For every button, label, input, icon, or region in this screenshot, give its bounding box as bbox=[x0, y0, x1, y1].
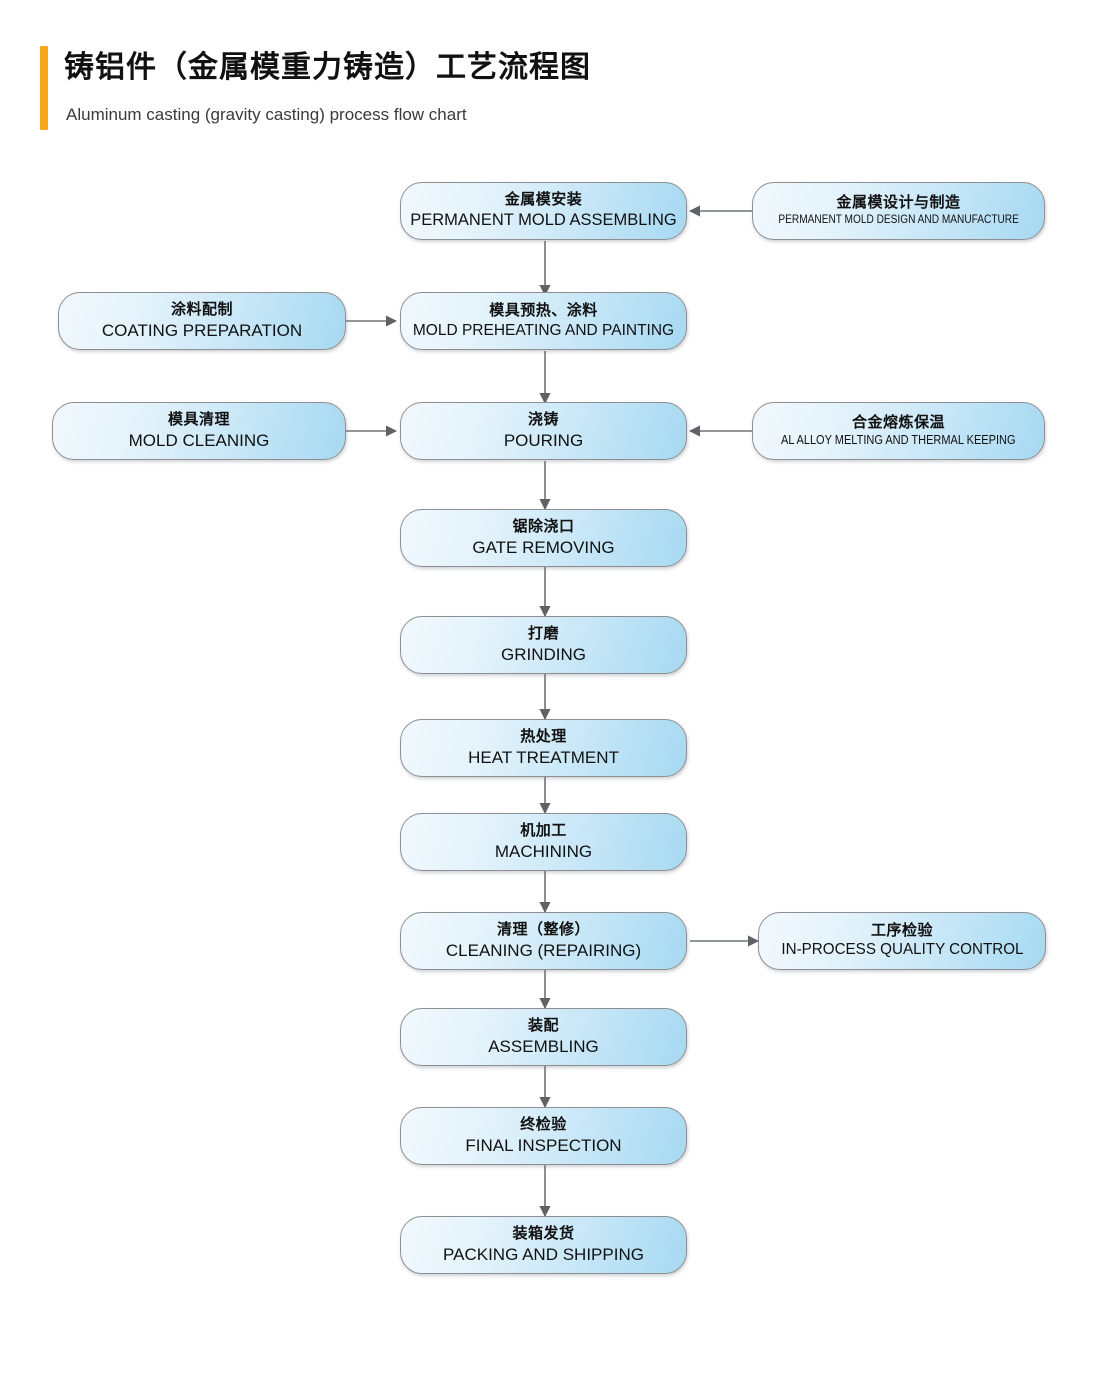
node-label-cn: 锯除浇口 bbox=[512, 518, 575, 536]
node-label-cn: 模具预热、涂料 bbox=[489, 302, 598, 320]
node-label-en: GATE REMOVING bbox=[472, 537, 615, 557]
node-label-en: ASSEMBLING bbox=[488, 1036, 599, 1056]
node-coating-preparation[interactable]: 涂料配制 COATING PREPARATION bbox=[58, 292, 346, 350]
node-label-cn: 合金熔炼保温 bbox=[851, 413, 945, 431]
node-in-process-quality-control[interactable]: 工序检验 IN-PROCESS QUALITY CONTROL bbox=[758, 912, 1046, 970]
node-label-cn: 终检验 bbox=[520, 1116, 567, 1134]
node-label-en: IN-PROCESS QUALITY CONTROL bbox=[780, 941, 1024, 959]
node-label-en: MACHINING bbox=[494, 841, 593, 861]
node-label-en: COATING PREPARATION bbox=[101, 320, 303, 340]
node-label-en: PERMANENT MOLD ASSEMBLING bbox=[410, 211, 677, 230]
accent-bar bbox=[40, 46, 48, 130]
node-label-cn: 金属模设计与制造 bbox=[836, 194, 961, 212]
node-label-en: MOLD CLEANING bbox=[128, 430, 270, 450]
page-subtitle-english: Aluminum casting (gravity casting) proce… bbox=[66, 105, 467, 124]
node-label-en: GRINDING bbox=[501, 644, 586, 664]
node-permanent-mold-design[interactable]: 金属模设计与制造 PERMANENT MOLD DESIGN AND MANUF… bbox=[752, 182, 1045, 240]
node-label-en: MOLD PREHEATING AND PAINTING bbox=[412, 321, 675, 339]
node-label-en: AL ALLOY MELTING AND THERMAL KEEPING bbox=[781, 433, 1016, 448]
node-label-cn: 金属模安装 bbox=[504, 191, 583, 209]
node-al-alloy-melting[interactable]: 合金熔炼保温 AL ALLOY MELTING AND THERMAL KEEP… bbox=[752, 402, 1045, 460]
node-mold-preheating-painting[interactable]: 模具预热、涂料 MOLD PREHEATING AND PAINTING bbox=[400, 292, 687, 350]
node-pouring[interactable]: 浇铸 POURING bbox=[400, 402, 687, 460]
node-label-cn: 清理（整修） bbox=[496, 921, 590, 939]
node-label-en: PACKING AND SHIPPING bbox=[443, 1244, 644, 1264]
node-label-en: CLEANING (REPAIRING) bbox=[445, 940, 642, 960]
node-final-inspection[interactable]: 终检验 FINAL INSPECTION bbox=[400, 1107, 687, 1165]
node-grinding[interactable]: 打磨 GRINDING bbox=[400, 616, 687, 674]
node-label-cn: 热处理 bbox=[520, 728, 567, 746]
node-label-cn: 模具清理 bbox=[167, 411, 230, 429]
node-gate-removing[interactable]: 锯除浇口 GATE REMOVING bbox=[400, 509, 687, 567]
node-mold-cleaning[interactable]: 模具清理 MOLD CLEANING bbox=[52, 402, 346, 460]
node-label-cn: 涂料配制 bbox=[170, 301, 233, 319]
node-label-cn: 机加工 bbox=[520, 822, 567, 840]
node-cleaning-repairing[interactable]: 清理（整修） CLEANING (REPAIRING) bbox=[400, 912, 687, 970]
node-label-cn: 装箱发货 bbox=[512, 1225, 575, 1243]
node-permanent-mold-assembling[interactable]: 金属模安装 PERMANENT MOLD ASSEMBLING bbox=[400, 182, 687, 240]
node-label-en: HEAT TREATMENT bbox=[468, 747, 619, 767]
node-machining[interactable]: 机加工 MACHINING bbox=[400, 813, 687, 871]
node-label-cn: 工序检验 bbox=[870, 921, 933, 939]
node-label-cn: 装配 bbox=[527, 1017, 559, 1035]
page-title-chinese: 铸铝件（金属模重力铸造）工艺流程图 bbox=[64, 51, 591, 84]
node-heat-treatment[interactable]: 热处理 HEAT TREATMENT bbox=[400, 719, 687, 777]
page-header: 铸铝件（金属模重力铸造）工艺流程图 Aluminum casting (grav… bbox=[0, 0, 1100, 150]
node-label-cn: 浇铸 bbox=[527, 411, 559, 429]
node-label-en: POURING bbox=[503, 430, 584, 450]
node-packing-shipping[interactable]: 装箱发货 PACKING AND SHIPPING bbox=[400, 1216, 687, 1274]
node-assembling[interactable]: 装配 ASSEMBLING bbox=[400, 1008, 687, 1066]
node-label-cn: 打磨 bbox=[527, 625, 559, 643]
node-label-en: PERMANENT MOLD DESIGN AND MANUFACTURE bbox=[778, 214, 1019, 227]
node-label-en: FINAL INSPECTION bbox=[465, 1135, 622, 1155]
